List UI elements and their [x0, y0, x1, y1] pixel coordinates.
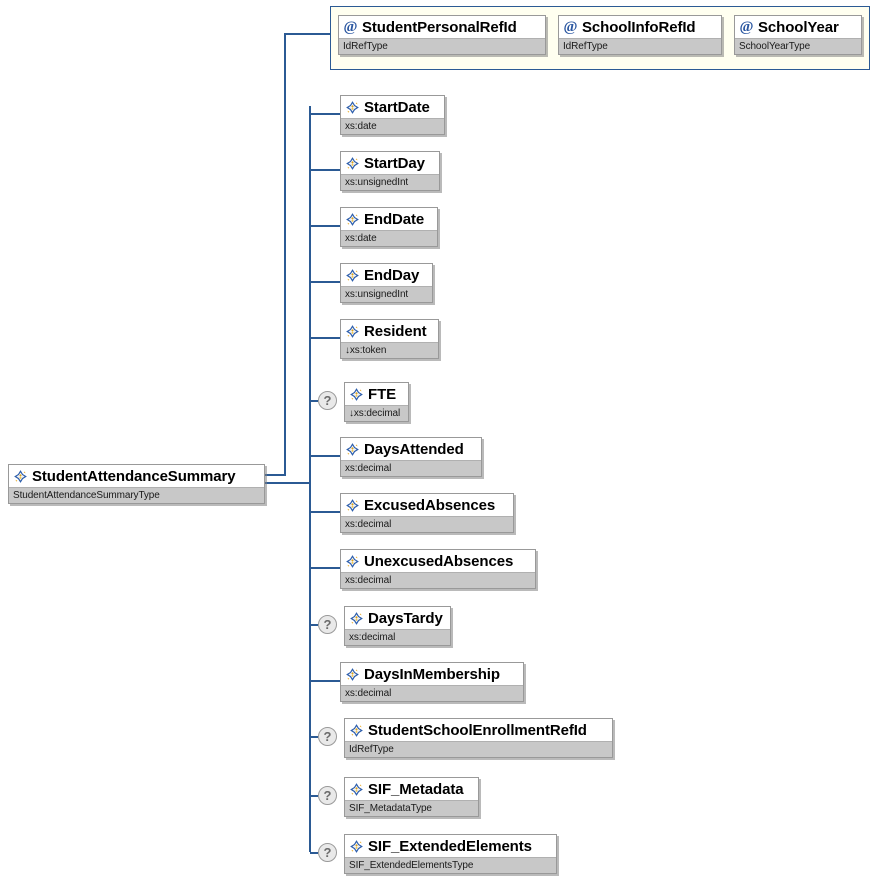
element-node-title: DaysAttended — [341, 438, 481, 460]
optional-question-icon: ? — [318, 391, 337, 410]
element-node-daysattended[interactable]: DaysAttended xs:decimal — [340, 437, 482, 477]
element-node-type: xs:unsignedInt — [341, 286, 432, 302]
element-node-label: UnexcusedAbsences — [364, 553, 514, 570]
element-node-type: xs:date — [341, 230, 437, 246]
attribute-node-label: SchoolYear — [758, 19, 839, 36]
element-node-label: DaysInMembership — [364, 666, 500, 683]
element-icon — [349, 723, 364, 738]
element-node-label: ExcusedAbsences — [364, 497, 496, 514]
element-node-unexcusedabsences[interactable]: UnexcusedAbsences xs:decimal — [340, 549, 536, 589]
element-icon — [345, 100, 360, 115]
element-node-type: xs:decimal — [341, 685, 523, 701]
element-node-excusedabsences[interactable]: ExcusedAbsences xs:decimal — [340, 493, 514, 533]
element-icon — [349, 782, 364, 797]
element-node-type: xs:decimal — [341, 516, 513, 532]
root-node-label: StudentAttendanceSummary — [32, 468, 236, 485]
element-node-title: DaysInMembership — [341, 663, 523, 685]
element-node-enddate[interactable]: EndDate xs:date — [340, 207, 438, 247]
root-node-type: StudentAttendanceSummaryType — [9, 487, 264, 503]
element-node-label: StartDate — [364, 99, 430, 116]
element-node-label: Resident — [364, 323, 427, 340]
element-icon — [345, 498, 360, 513]
element-node-type: ↓xs:token — [341, 342, 438, 358]
element-node-type: xs:date — [341, 118, 444, 134]
attribute-node-label: SchoolInfoRefId — [582, 19, 696, 36]
derived-type-arrow-icon: ↓ — [349, 408, 354, 419]
element-icon — [345, 324, 360, 339]
element-node-title: DaysTardy — [345, 607, 450, 629]
element-node-label: StartDay — [364, 155, 425, 172]
element-node-type: xs:decimal — [341, 572, 535, 588]
element-node-resident[interactable]: Resident ↓xs:token — [340, 319, 439, 359]
element-node-daysinmembership[interactable]: DaysInMembership xs:decimal — [340, 662, 524, 702]
element-node-daystardy[interactable]: DaysTardy xs:decimal — [344, 606, 451, 646]
optional-question-icon: ? — [318, 615, 337, 634]
element-node-label: DaysAttended — [364, 441, 464, 458]
element-node-label: SIF_Metadata — [368, 781, 464, 798]
attribute-node-title: @StudentPersonalRefId — [339, 16, 545, 38]
element-node-title: UnexcusedAbsences — [341, 550, 535, 572]
element-icon — [345, 156, 360, 171]
element-node-type: xs:unsignedInt — [341, 174, 439, 190]
attribute-node-title: @SchoolInfoRefId — [559, 16, 721, 38]
element-node-title: FTE — [345, 383, 408, 405]
element-node-label: FTE — [368, 386, 397, 403]
element-node-title: SIF_ExtendedElements — [345, 835, 556, 857]
element-node-type: ↓xs:decimal — [345, 405, 408, 421]
root-node-title: StudentAttendanceSummary — [9, 465, 264, 487]
element-icon — [345, 212, 360, 227]
element-node-type: SIF_ExtendedElementsType — [345, 857, 556, 873]
attribute-node-type: IdRefType — [339, 38, 545, 54]
element-node-title: Resident — [341, 320, 438, 342]
attribute-at-icon: @ — [739, 19, 754, 35]
root-node-student-attendance-summary[interactable]: StudentAttendanceSummary StudentAttendan… — [8, 464, 265, 504]
element-icon — [349, 839, 364, 854]
element-node-title: ExcusedAbsences — [341, 494, 513, 516]
attribute-node-type: SchoolYearType — [735, 38, 861, 54]
attribute-node-title: @SchoolYear — [735, 16, 861, 38]
element-node-label: DaysTardy — [368, 610, 443, 627]
element-node-type: xs:decimal — [345, 629, 450, 645]
element-node-title: EndDate — [341, 208, 437, 230]
element-node-title: SIF_Metadata — [345, 778, 478, 800]
derived-type-arrow-icon: ↓ — [345, 345, 350, 356]
optional-question-icon: ? — [318, 786, 337, 805]
element-node-fte[interactable]: FTE ↓xs:decimal — [344, 382, 409, 422]
attribute-node-label: StudentPersonalRefId — [362, 19, 517, 36]
attribute-node-type: IdRefType — [559, 38, 721, 54]
attribute-at-icon: @ — [563, 19, 578, 35]
element-node-title: StudentSchoolEnrollmentRefId — [345, 719, 612, 741]
element-icon — [345, 268, 360, 283]
element-node-label: EndDay — [364, 267, 420, 284]
element-node-label: StudentSchoolEnrollmentRefId — [368, 722, 587, 739]
element-node-label: SIF_ExtendedElements — [368, 838, 532, 855]
element-node-title: StartDate — [341, 96, 444, 118]
optional-question-icon: ? — [318, 843, 337, 862]
attribute-at-icon: @ — [343, 19, 358, 35]
element-node-startday[interactable]: StartDay xs:unsignedInt — [340, 151, 440, 191]
element-icon — [345, 442, 360, 457]
element-node-startdate[interactable]: StartDate xs:date — [340, 95, 445, 135]
optional-question-icon: ? — [318, 727, 337, 746]
element-icon — [13, 469, 28, 484]
element-icon — [349, 611, 364, 626]
element-node-endday[interactable]: EndDay xs:unsignedInt — [340, 263, 433, 303]
element-icon — [345, 554, 360, 569]
element-node-title: StartDay — [341, 152, 439, 174]
element-node-type: xs:decimal — [341, 460, 481, 476]
element-node-title: EndDay — [341, 264, 432, 286]
element-node-label: EndDate — [364, 211, 425, 228]
element-node-type: IdRefType — [345, 741, 612, 757]
element-icon — [345, 667, 360, 682]
element-icon — [349, 387, 364, 402]
element-node-type: SIF_MetadataType — [345, 800, 478, 816]
